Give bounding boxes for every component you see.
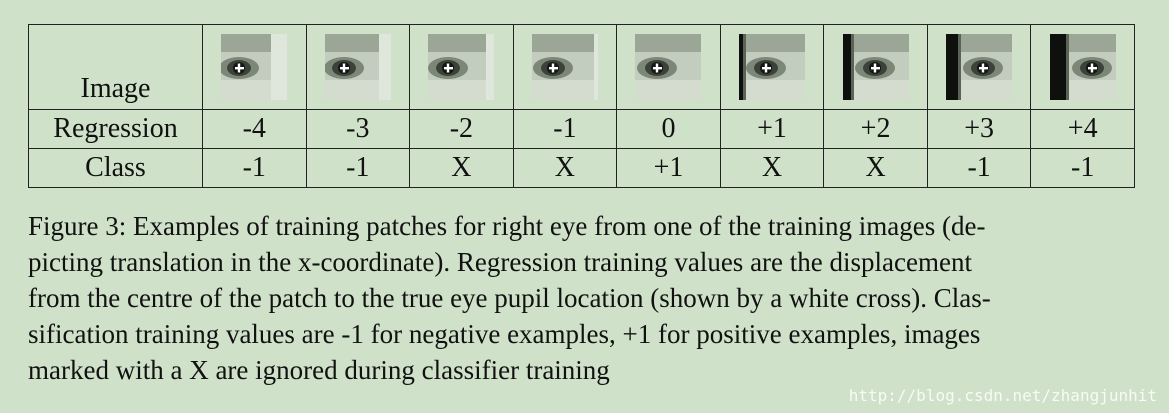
regression-value: -1 bbox=[512, 109, 618, 149]
eye-patch bbox=[739, 34, 805, 100]
caption-line: picting translation in the x-coordinate)… bbox=[28, 247, 972, 277]
eye-patch bbox=[946, 34, 1013, 100]
caption-line: from the centre of the patch to the true… bbox=[28, 283, 991, 313]
class-value: X bbox=[719, 148, 825, 188]
image-row: Image bbox=[28, 24, 1135, 110]
eye-patch bbox=[324, 34, 391, 100]
figure-caption: Figure 3: Examples of training patches f… bbox=[28, 208, 1135, 388]
regression-value: -4 bbox=[202, 109, 307, 149]
class-value: -1 bbox=[1030, 148, 1135, 188]
image-cell bbox=[202, 24, 307, 110]
caption-line: Figure 3: Examples of training patches f… bbox=[28, 211, 986, 241]
image-cell bbox=[926, 24, 1032, 110]
caption-line: sification training values are -1 for ne… bbox=[28, 319, 981, 349]
regression-value: +3 bbox=[926, 109, 1032, 149]
class-value: X bbox=[512, 148, 618, 188]
regression-value: +4 bbox=[1030, 109, 1135, 149]
class-value: +1 bbox=[616, 148, 721, 188]
eye-patch bbox=[1049, 34, 1116, 100]
regression-value: -2 bbox=[409, 109, 514, 149]
class-value: X bbox=[823, 148, 928, 188]
figure-table: Image Regression -4 -3 -2 -1 0 +1 +2 +3 … bbox=[28, 24, 1135, 188]
eye-patch bbox=[221, 34, 288, 100]
eye-patch bbox=[428, 34, 495, 100]
watermark: http://blog.csdn.net/zhangjunhit bbox=[848, 386, 1157, 405]
eye-patch bbox=[531, 34, 598, 100]
image-cell bbox=[616, 24, 721, 110]
image-cell bbox=[1030, 24, 1135, 110]
class-value: -1 bbox=[305, 148, 411, 188]
row-label-class: Class bbox=[28, 148, 203, 188]
regression-value: +1 bbox=[719, 109, 825, 149]
image-cell bbox=[305, 24, 411, 110]
class-value: -1 bbox=[926, 148, 1032, 188]
image-cell bbox=[409, 24, 514, 110]
image-cell bbox=[719, 24, 825, 110]
class-value: X bbox=[409, 148, 514, 188]
class-row: Class -1 -1 X X +1 X X -1 -1 bbox=[28, 148, 1135, 188]
regression-value: 0 bbox=[616, 109, 721, 149]
image-cell bbox=[823, 24, 928, 110]
image-cell bbox=[512, 24, 618, 110]
eye-patch bbox=[635, 34, 702, 100]
eye-patch bbox=[842, 34, 909, 100]
caption-line: marked with a X are ignored during class… bbox=[28, 355, 610, 385]
row-label-image: Image bbox=[28, 24, 203, 110]
class-value: -1 bbox=[202, 148, 307, 188]
regression-value: +2 bbox=[823, 109, 928, 149]
regression-value: -3 bbox=[305, 109, 411, 149]
regression-row: Regression -4 -3 -2 -1 0 +1 +2 +3 +4 bbox=[28, 109, 1135, 149]
row-label-regression: Regression bbox=[28, 109, 203, 149]
